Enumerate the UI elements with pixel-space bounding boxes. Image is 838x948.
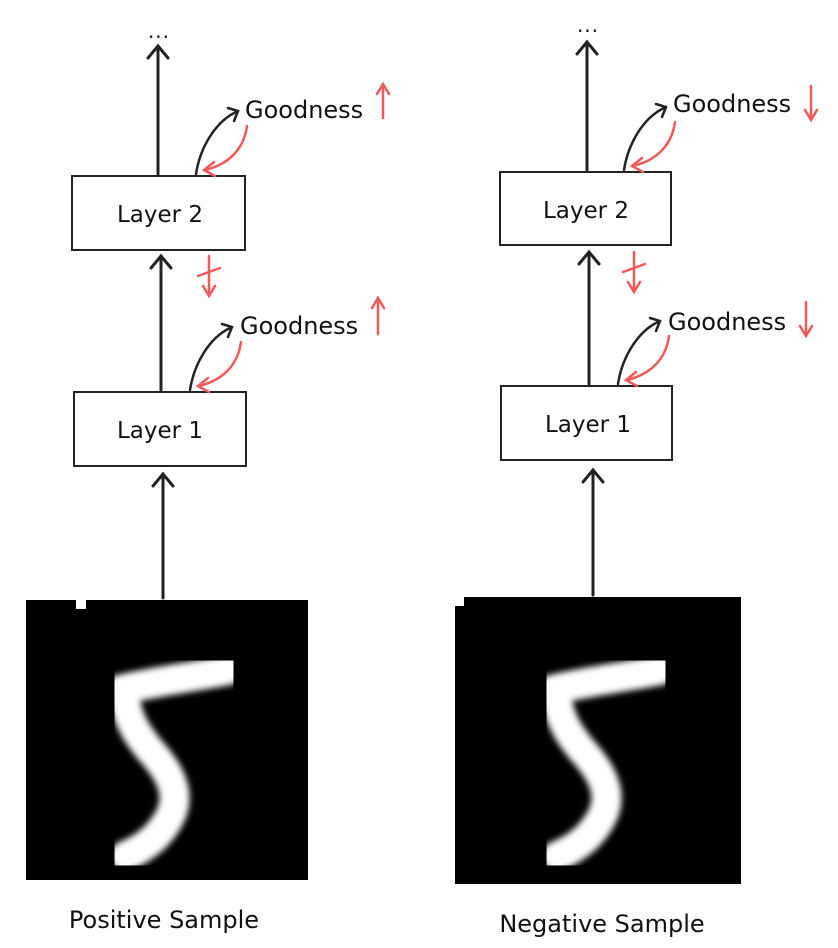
positive-layer-2: Layer 2	[71, 175, 246, 251]
negative-layer-2: Layer 2	[499, 171, 672, 246]
curved-arrow-icon	[616, 320, 660, 386]
positive-goodness-2: Goodness	[194, 81, 391, 178]
positive-digit-image	[26, 600, 308, 880]
positive-output-arrow	[146, 43, 170, 176]
negative-goodness-1-label: Goodness	[668, 308, 786, 336]
positive-goodness-1: Goodness	[188, 295, 386, 394]
negative-layer1-to-layer2-arrow	[577, 249, 601, 386]
positive-layer-2-label: Layer 2	[117, 202, 203, 228]
positive-layer-1-label: Layer 1	[117, 418, 203, 444]
negative-goodness-1: Goodness	[616, 300, 814, 388]
negative-digit-image	[455, 597, 741, 884]
positive-continuation-dots: ...	[148, 19, 170, 43]
negative-layer-1-label: Layer 1	[545, 412, 631, 438]
negative-sample-caption: Negative Sample	[499, 910, 704, 938]
negative-output-arrow	[575, 39, 599, 172]
positive-goodness-2-label: Goodness	[245, 96, 363, 124]
positive-blocked-gradient-icon	[196, 254, 222, 299]
positive-layer1-to-layer2-arrow	[149, 253, 173, 392]
negative-layer-1: Layer 1	[500, 385, 673, 461]
goodness-up-icon	[370, 295, 386, 336]
negative-continuation-dots: ...	[577, 13, 599, 37]
negative-input-arrow	[581, 467, 605, 597]
negative-column: Layer 1 Layer 2 ...	[455, 13, 819, 938]
curved-arrow-icon	[188, 326, 232, 392]
positive-input-arrow	[151, 471, 175, 600]
negative-blocked-gradient-icon	[621, 250, 647, 295]
curved-arrow-icon	[194, 110, 238, 176]
negative-goodness-2: Goodness	[622, 84, 819, 174]
goodness-down-icon	[803, 84, 819, 123]
positive-layer-1: Layer 1	[73, 391, 247, 467]
negative-goodness-2-label: Goodness	[673, 90, 791, 118]
goodness-down-icon	[798, 300, 814, 339]
positive-sample-caption: Positive Sample	[69, 906, 259, 934]
positive-goodness-1-label: Goodness	[240, 312, 358, 340]
curved-arrow-icon	[622, 106, 666, 172]
positive-column: Layer 1 Layer 2 ...	[26, 19, 391, 934]
goodness-up-icon	[375, 81, 391, 120]
negative-layer-2-label: Layer 2	[543, 198, 629, 224]
